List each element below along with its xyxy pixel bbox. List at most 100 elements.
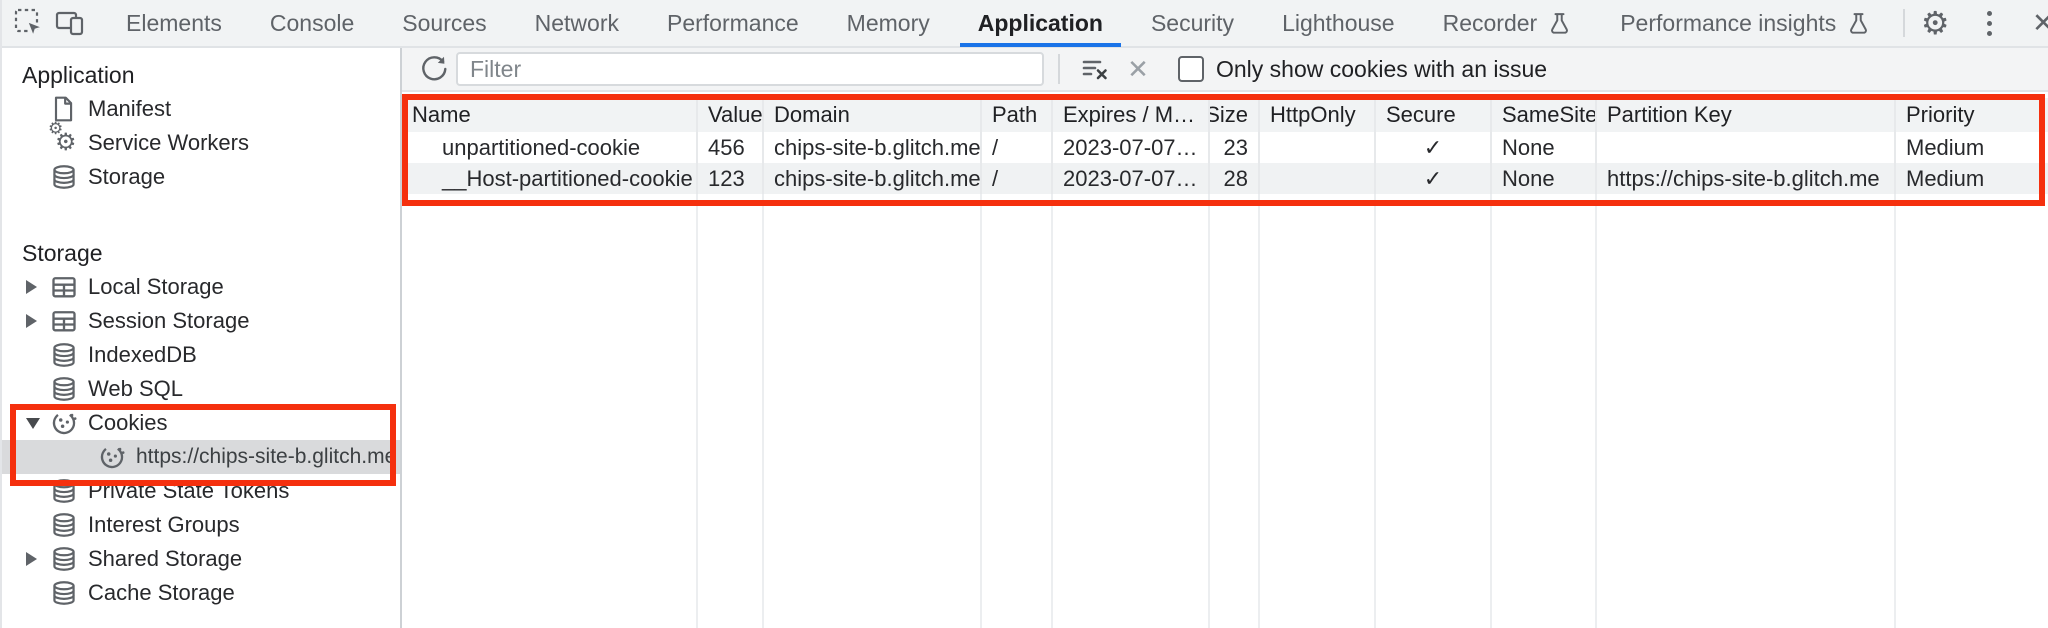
filter-input[interactable] xyxy=(456,52,1044,86)
sidebar-item-label: https://chips-site-b.glitch.me xyxy=(136,445,397,468)
database-icon xyxy=(53,547,75,571)
sidebar-item-storage[interactable]: Storage xyxy=(2,160,400,194)
device-toolbar-button[interactable] xyxy=(54,1,86,45)
sidebar-item-session-storage[interactable]: Session Storage xyxy=(2,304,400,338)
inspect-element-button[interactable] xyxy=(14,1,44,45)
column-header-samesite[interactable]: SameSite xyxy=(1492,98,1597,132)
cookie-row-1-cell-httponly[interactable] xyxy=(1260,163,1376,194)
cookie-icon xyxy=(50,409,88,437)
tab-recorder[interactable]: Recorder xyxy=(1419,0,1597,47)
tab-label: Performance xyxy=(667,9,799,36)
sidebar-item-cache-storage[interactable]: Cache Storage xyxy=(2,576,400,610)
sidebar-item-label: Cookies xyxy=(88,410,168,435)
delete-selected-button[interactable]: ✕ xyxy=(1116,49,1160,89)
cookie-row-0-cell-secure[interactable]: ✓ xyxy=(1376,132,1492,163)
sidebar-item-indexeddb[interactable]: IndexedDB xyxy=(2,338,400,372)
cookie-row-0-cell-httponly[interactable] xyxy=(1260,132,1376,163)
database-icon xyxy=(50,511,88,539)
sidebar-item-service-workers[interactable]: ⚙⚙Service Workers xyxy=(2,119,400,160)
sidebar-item-private-state-tokens[interactable]: Private State Tokens xyxy=(2,474,400,508)
cookie-row-0-cell-priority[interactable]: Medium xyxy=(1906,134,1985,160)
delete-icon: ✕ xyxy=(1127,54,1149,84)
column-header-domain[interactable]: Domain xyxy=(764,98,982,132)
tab-performance[interactable]: Performance xyxy=(643,0,823,47)
tab-label: Elements xyxy=(126,9,222,36)
settings-button[interactable]: ⚙ xyxy=(1913,1,1957,45)
sidebar-item-web-sql[interactable]: Web SQL xyxy=(2,372,400,406)
tab-console[interactable]: Console xyxy=(246,0,378,47)
clear-filter-button[interactable] xyxy=(1072,49,1116,89)
cookie-row-1-cell-size[interactable]: 28 xyxy=(1210,163,1260,194)
sidebar-item-https-chips-site-b-glitch-me[interactable]: https://chips-site-b.glitch.me xyxy=(2,440,400,474)
chevron-down-icon[interactable] xyxy=(26,417,50,429)
sidebar-item-shared-storage[interactable]: Shared Storage xyxy=(2,542,400,576)
column-header-size[interactable]: Size xyxy=(1210,98,1260,132)
cookie-row-1-cell-path[interactable]: / xyxy=(982,163,1053,194)
sidebar-item-cookies[interactable]: Cookies xyxy=(2,406,400,440)
cookie-row-1-cell-domain[interactable]: chips-site-b.glitch.me xyxy=(764,163,982,194)
table-icon xyxy=(50,307,88,335)
close-icon: ✕ xyxy=(2031,7,2048,38)
chevron-right-icon[interactable] xyxy=(26,552,50,566)
sidebar-item-interest-groups[interactable]: Interest Groups xyxy=(2,508,400,542)
cookie-row-0-cell-domain[interactable]: chips-site-b.glitch.me xyxy=(764,132,982,163)
cookie-row-0-cell-samesite[interactable]: None xyxy=(1492,132,1597,163)
column-header-partition-key[interactable]: Partition Key xyxy=(1597,98,1896,132)
cookie-icon xyxy=(98,443,136,471)
cookie-row-1-cell-priority[interactable]: Medium xyxy=(1896,163,2048,194)
chevron-right-icon[interactable] xyxy=(26,280,50,294)
database-icon xyxy=(53,165,75,189)
tab-sources[interactable]: Sources xyxy=(378,0,510,47)
grid-filler-column-partition-key xyxy=(1597,194,1896,628)
sidebar-item-local-storage[interactable]: Local Storage xyxy=(2,270,400,304)
column-header-priority[interactable]: Priority xyxy=(1896,98,2048,132)
column-header-name[interactable]: Name xyxy=(402,98,698,132)
column-header-httponly[interactable]: HttpOnly xyxy=(1260,98,1376,132)
cookie-row-1-cell-name[interactable]: __Host-partitioned-cookie xyxy=(402,163,698,194)
chevron-right-icon[interactable] xyxy=(26,314,50,328)
close-devtools-button[interactable]: ✕ xyxy=(2021,1,2048,45)
cookie-row-0-cell-partition-key[interactable] xyxy=(1597,132,1896,163)
cookie-row-1-cell-secure[interactable]: ✓ xyxy=(1376,163,1492,194)
grid-filler-column-name xyxy=(402,194,698,628)
inspect-element-icon xyxy=(14,8,44,38)
more-options-button[interactable] xyxy=(1967,1,2011,45)
column-header-expires-m[interactable]: Expires / M… xyxy=(1053,98,1210,132)
column-header-path[interactable]: Path xyxy=(982,98,1053,132)
column-header-secure[interactable]: Secure xyxy=(1376,98,1492,132)
cookie-row-1-cell-samesite[interactable]: None xyxy=(1492,163,1597,194)
tab-lighthouse[interactable]: Lighthouse xyxy=(1258,0,1419,47)
only-show-issue-checkbox[interactable] xyxy=(1178,56,1204,82)
gears-icon: ⚙⚙ xyxy=(48,119,77,156)
tab-performance-insights[interactable]: Performance insights xyxy=(1596,0,1895,47)
cookie-row-0-cell-value[interactable]: 456 xyxy=(698,132,764,163)
cookie-row-1-cell-partition-key[interactable]: https://chips-site-b.glitch.me xyxy=(1597,163,1896,194)
cookie-row-0-cell-size[interactable]: 23 xyxy=(1210,132,1260,163)
grid-filler-column-priority xyxy=(1896,194,2048,628)
tab-elements[interactable]: Elements xyxy=(102,0,246,47)
cookie-row-0-cell-expires-m[interactable]: 2023-07-07… xyxy=(1053,132,1210,163)
tab-application[interactable]: Application xyxy=(954,0,1127,47)
gears-icon: ⚙⚙ xyxy=(48,119,88,159)
sidebar-item-label: IndexedDB xyxy=(88,342,197,367)
tab-memory[interactable]: Memory xyxy=(823,0,954,47)
tab-label: Lighthouse xyxy=(1282,9,1395,36)
sidebar-item-manifest[interactable]: Manifest xyxy=(2,92,400,126)
sidebar-item-label: Private State Tokens xyxy=(88,478,290,503)
tab-label: Memory xyxy=(846,9,930,36)
cookie-row-1-cell-expires-m[interactable]: 2023-07-07… xyxy=(1053,163,1210,194)
tab-security[interactable]: Security xyxy=(1127,0,1258,47)
tab-network[interactable]: Network xyxy=(511,0,643,47)
grid-filler-column-size xyxy=(1210,194,1260,628)
tab-label: Performance insights xyxy=(1620,9,1837,36)
column-header-value[interactable]: Value xyxy=(698,98,764,132)
more-menu-icon xyxy=(1981,10,1998,36)
cookie-row-0-cell-path[interactable]: / xyxy=(982,132,1053,163)
cookie-row-0-cell-name[interactable]: unpartitioned-cookie xyxy=(402,132,698,163)
refresh-button[interactable] xyxy=(412,49,456,89)
cookie-row-1-cell-value[interactable]: 123 xyxy=(698,163,764,194)
